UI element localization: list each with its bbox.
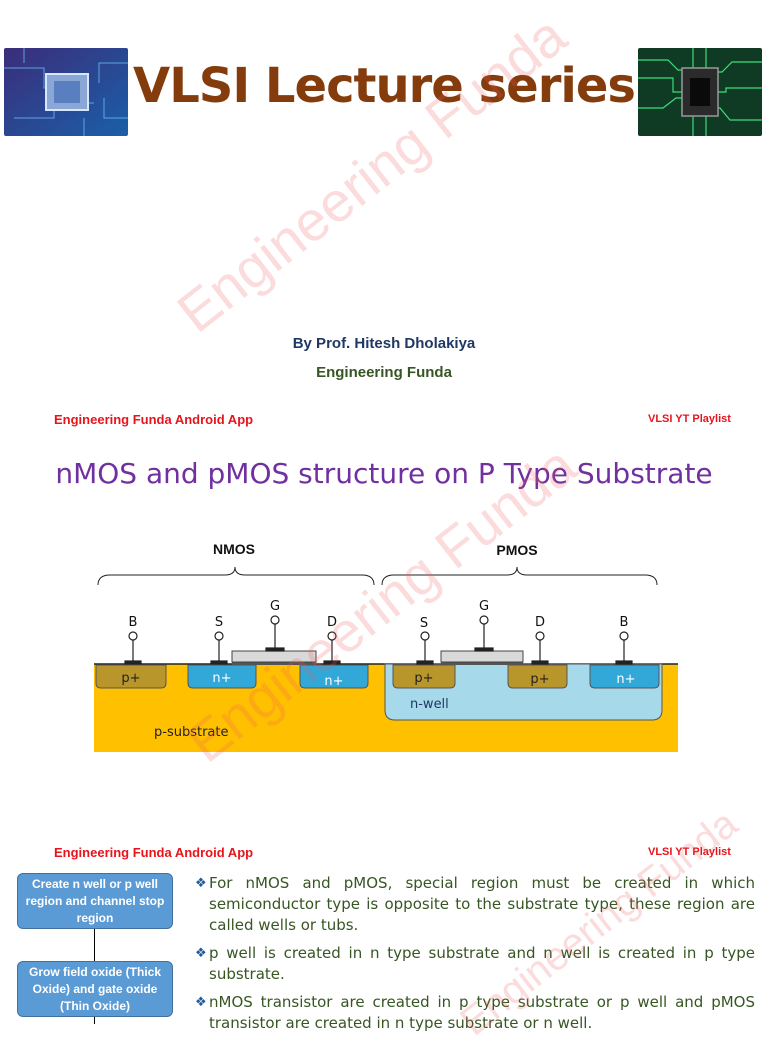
- p-substrate-label: p-substrate: [154, 725, 228, 740]
- yt-playlist-link[interactable]: VLSI YT Playlist: [648, 413, 731, 425]
- diamond-bullet-icon: ❖: [195, 946, 207, 961]
- flow-step-box: Create n well or p well region and chann…: [17, 873, 173, 929]
- p-plus-region: [507, 664, 568, 689]
- pmos-label: PMOS: [496, 542, 537, 558]
- region-label: p+: [414, 671, 433, 686]
- region-label: n+: [616, 672, 635, 687]
- cmos-structure-diagram: NMOS PMOS p+ n+ n+ p+ p+ n+ n-well p-sub…: [94, 541, 678, 752]
- pmos-gate: [440, 650, 524, 663]
- terminal-label: B: [129, 615, 138, 630]
- nmos-gate: [231, 650, 317, 663]
- region-label: p+: [530, 672, 549, 687]
- terminal-label: D: [535, 615, 545, 630]
- p-plus-region: [392, 664, 456, 689]
- n-well-label: n-well: [410, 697, 449, 712]
- watermark-text: Engineering Funda: [165, 3, 578, 345]
- nmos-label: NMOS: [213, 541, 255, 557]
- android-app-link[interactable]: Engineering Funda Android App: [54, 412, 254, 427]
- bullet-item: ❖p well is created in n type substrate a…: [195, 944, 755, 983]
- terminal-label: G: [479, 599, 489, 614]
- yt-playlist-link[interactable]: VLSI YT Playlist: [648, 846, 731, 858]
- terminal-label: G: [270, 599, 280, 614]
- author-name: By Prof. Hitesh Dholakiya: [292, 335, 476, 352]
- bullet-item: ❖nMOS transistor are created in p type s…: [195, 993, 755, 1032]
- n-plus-region: [299, 664, 369, 689]
- flow-connector: [94, 1017, 95, 1024]
- terminal-label: B: [620, 615, 629, 630]
- cpu-chip-image-right: [638, 48, 762, 136]
- bullet-item: ❖For nMOS and pMOS, special region must …: [195, 874, 755, 934]
- terminal-label: D: [327, 615, 337, 630]
- terminal-label: S: [215, 615, 223, 630]
- section-title: nMOS and pMOS structure on P Type Substr…: [55, 457, 713, 490]
- diamond-bullet-icon: ❖: [195, 876, 207, 891]
- n-plus-region: [187, 664, 257, 689]
- nmos-gate-oxide: [232, 662, 316, 665]
- p-plus-region: [95, 664, 167, 689]
- region-label: p+: [121, 671, 140, 686]
- bullet-list: ❖For nMOS and pMOS, special region must …: [195, 873, 755, 1041]
- nmos-brace: [97, 566, 375, 586]
- flow-connector: [94, 929, 95, 961]
- n-plus-region: [589, 664, 660, 689]
- page-title: VLSI Lecture series: [133, 58, 636, 114]
- organization-name: Engineering Funda: [316, 364, 452, 381]
- region-label: n+: [324, 674, 343, 689]
- flow-step-box: Grow field oxide (Thick Oxide) and gate …: [17, 961, 173, 1017]
- diamond-bullet-icon: ❖: [195, 995, 207, 1010]
- region-label: n+: [212, 671, 231, 686]
- circuit-board-image-left: [4, 48, 128, 136]
- android-app-link[interactable]: Engineering Funda Android App: [54, 845, 254, 860]
- pmos-gate-oxide: [441, 662, 523, 665]
- pmos-brace: [381, 566, 658, 586]
- terminal-label: S: [420, 616, 428, 631]
